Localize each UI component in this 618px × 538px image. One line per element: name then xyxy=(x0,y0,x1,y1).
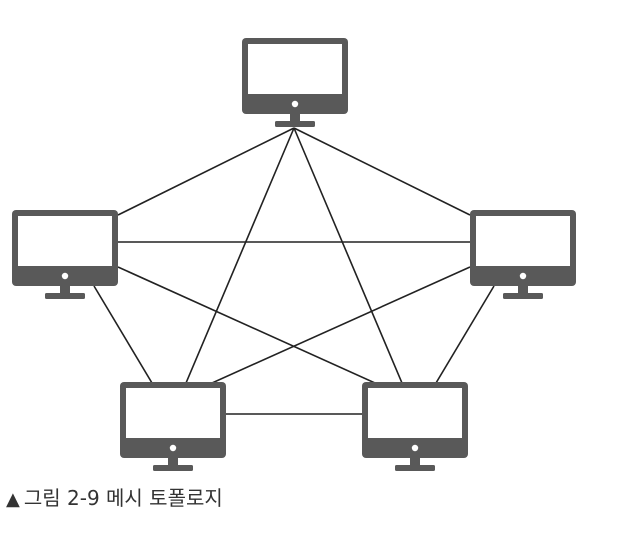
monitor-icon-pc-bottom-left xyxy=(120,382,226,471)
monitor-base xyxy=(503,293,543,299)
caption-text: 그림 2-9 메시 토폴로지 xyxy=(23,486,223,510)
monitor-neck xyxy=(410,458,420,465)
monitor-screen xyxy=(248,44,342,94)
link-pc-top-to-pc-right xyxy=(293,127,471,216)
monitor-base xyxy=(45,293,85,299)
link-pc-right-to-pc-bottom-right xyxy=(435,285,495,384)
monitor-neck xyxy=(290,114,300,121)
monitor-icon-pc-left xyxy=(12,210,118,299)
mesh-nodes xyxy=(12,38,576,471)
link-pc-top-to-pc-bottom-left xyxy=(185,127,295,384)
power-dot xyxy=(411,444,419,452)
power-dot xyxy=(61,272,69,280)
monitor-base xyxy=(395,465,435,471)
monitor-base xyxy=(275,121,315,127)
triangle-marker-icon: ▲ xyxy=(6,489,20,510)
power-dot xyxy=(169,444,177,452)
monitor-neck xyxy=(168,458,178,465)
link-pc-top-to-pc-left xyxy=(117,127,295,216)
monitor-screen xyxy=(368,388,462,438)
link-pc-left-to-pc-bottom-left xyxy=(93,285,153,384)
link-pc-left-to-pc-bottom-right xyxy=(117,266,376,384)
link-pc-right-to-pc-bottom-left xyxy=(211,266,471,384)
monitor-neck xyxy=(60,286,70,293)
power-dot xyxy=(519,272,527,280)
monitor-icon-pc-bottom-right xyxy=(362,382,468,471)
mesh-links xyxy=(93,127,495,415)
monitor-screen xyxy=(18,216,112,266)
monitor-screen xyxy=(476,216,570,266)
monitor-base xyxy=(153,465,193,471)
monitor-neck xyxy=(518,286,528,293)
monitor-screen xyxy=(126,388,220,438)
monitor-icon-pc-right xyxy=(470,210,576,299)
link-pc-top-to-pc-bottom-right xyxy=(293,127,403,384)
power-dot xyxy=(291,100,299,108)
figure-caption: ▲그림 2-9 메시 토폴로지 xyxy=(6,485,223,513)
monitor-icon-pc-top xyxy=(242,38,348,127)
